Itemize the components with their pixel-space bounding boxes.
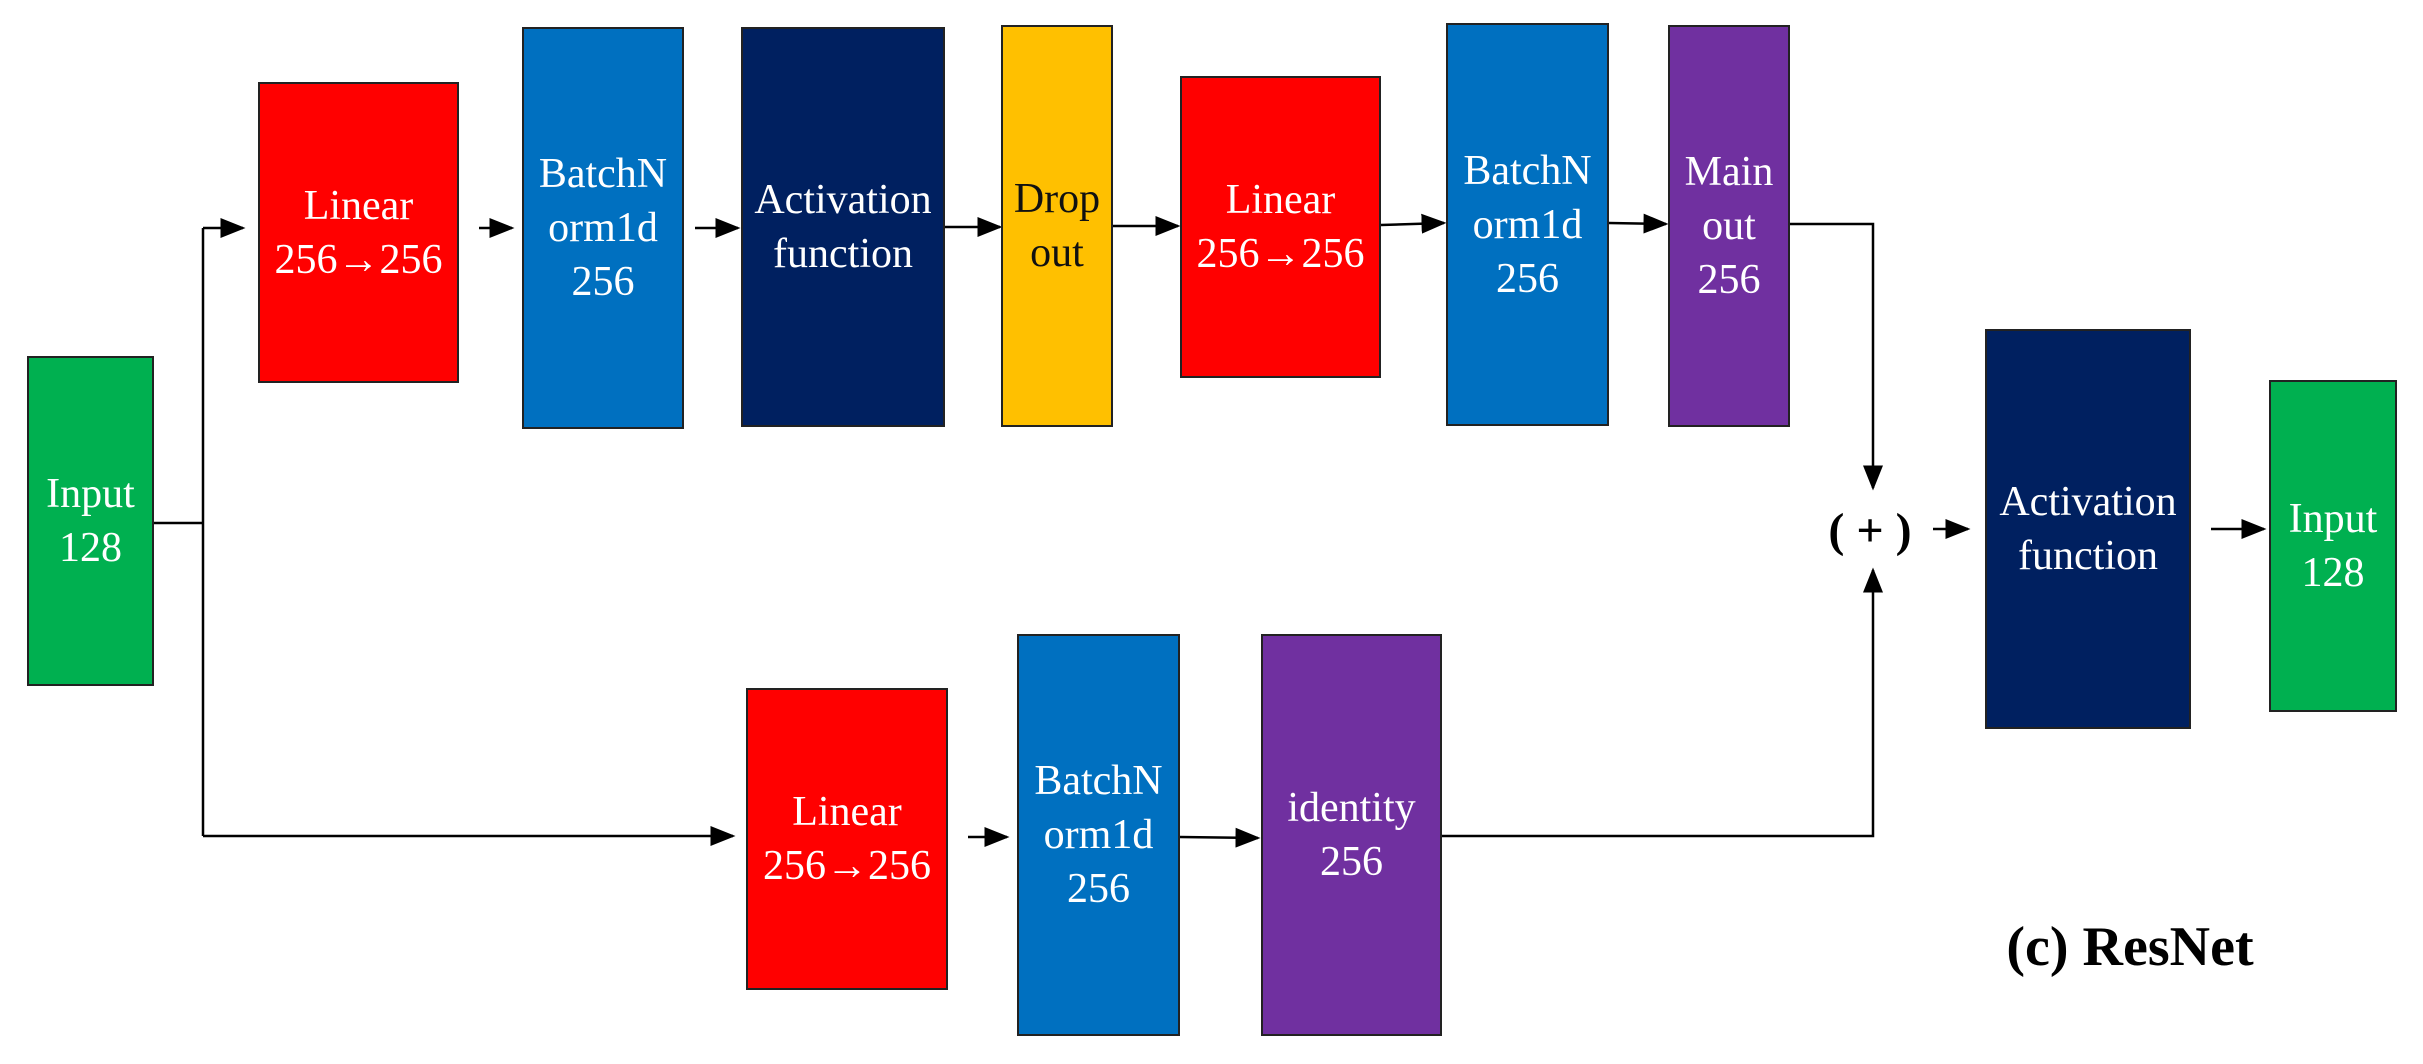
main-linear-block: Linear 256→256: [258, 82, 459, 383]
output-block: Input 128: [2269, 380, 2397, 712]
arrow-batchnorm2-to-mainout: [1608, 213, 1669, 234]
shortcut-batchnorm-block: BatchN orm1d 256: [1017, 634, 1180, 1036]
arrow-mainout-to-sum: [1790, 222, 1883, 491]
main-linear-label: Linear: [303, 182, 414, 229]
identity-block: identity 256: [1261, 634, 1442, 1036]
main-out-block: Main out 256: [1668, 25, 1790, 427]
main-batchnorm-block: BatchN orm1d 256: [522, 27, 684, 429]
final-activation-block: Activation function: [1985, 329, 2191, 729]
input-label: Input: [46, 471, 135, 517]
main-batchnorm2-line1: BatchN: [1463, 147, 1592, 194]
main-batchnorm2-line2: orm1d: [1472, 201, 1583, 248]
shortcut-linear-dims: 256→256: [763, 843, 931, 889]
sum-node: ( + ): [1828, 504, 1912, 557]
main-linear2-label: Linear: [1225, 177, 1336, 223]
main-activation-block: Activation function: [741, 27, 945, 427]
main-batchnorm2-size: 256: [1496, 255, 1559, 302]
main-batchnorm-line2: orm1d: [548, 205, 658, 251]
main-out-line2: out: [1702, 203, 1756, 249]
dropout-block: Drop out: [1001, 25, 1113, 427]
main-batchnorm-line1: BatchN: [538, 151, 668, 197]
final-activation-line1: Activation: [1999, 479, 2177, 525]
main-batchnorm2-block: BatchN orm1d 256: [1446, 23, 1609, 426]
shortcut-batchnorm-size: 256: [1067, 866, 1130, 912]
arrow-identity-to-sum: [1442, 567, 1883, 838]
input-size: 128: [59, 525, 122, 571]
final-activation-line2: function: [2018, 533, 2158, 579]
main-activation-line2: function: [773, 231, 913, 277]
arrow-linear2-to-batchnorm2: [1380, 213, 1447, 234]
dropout-line1: Drop: [1013, 176, 1101, 222]
shortcut-batchnorm-line1: BatchN: [1034, 758, 1163, 804]
arrow-shortcut-batchnorm-to-identity: [1179, 827, 1261, 848]
output-label: Input: [2288, 496, 2378, 542]
main-out-line1: Main: [1684, 149, 1774, 195]
output-size: 128: [2301, 550, 2365, 596]
main-linear2-block: Linear 256→256: [1180, 76, 1381, 378]
main-linear-dims: 256→256: [274, 236, 443, 283]
dropout-line2: out: [1030, 230, 1084, 276]
main-activation-line1: Activation: [754, 177, 932, 223]
shortcut-linear-label: Linear: [792, 789, 902, 835]
main-out-size: 256: [1697, 257, 1761, 303]
identity-label: identity: [1287, 785, 1416, 831]
figure-caption: (c) ResNet: [2006, 916, 2254, 978]
input-block: Input 128: [27, 356, 154, 686]
main-batchnorm-size: 256: [571, 259, 635, 305]
main-linear2-dims: 256→256: [1196, 231, 1365, 277]
identity-size: 256: [1320, 839, 1383, 885]
shortcut-batchnorm-line2: orm1d: [1043, 812, 1154, 858]
shortcut-linear-block: Linear 256→256: [746, 688, 948, 990]
